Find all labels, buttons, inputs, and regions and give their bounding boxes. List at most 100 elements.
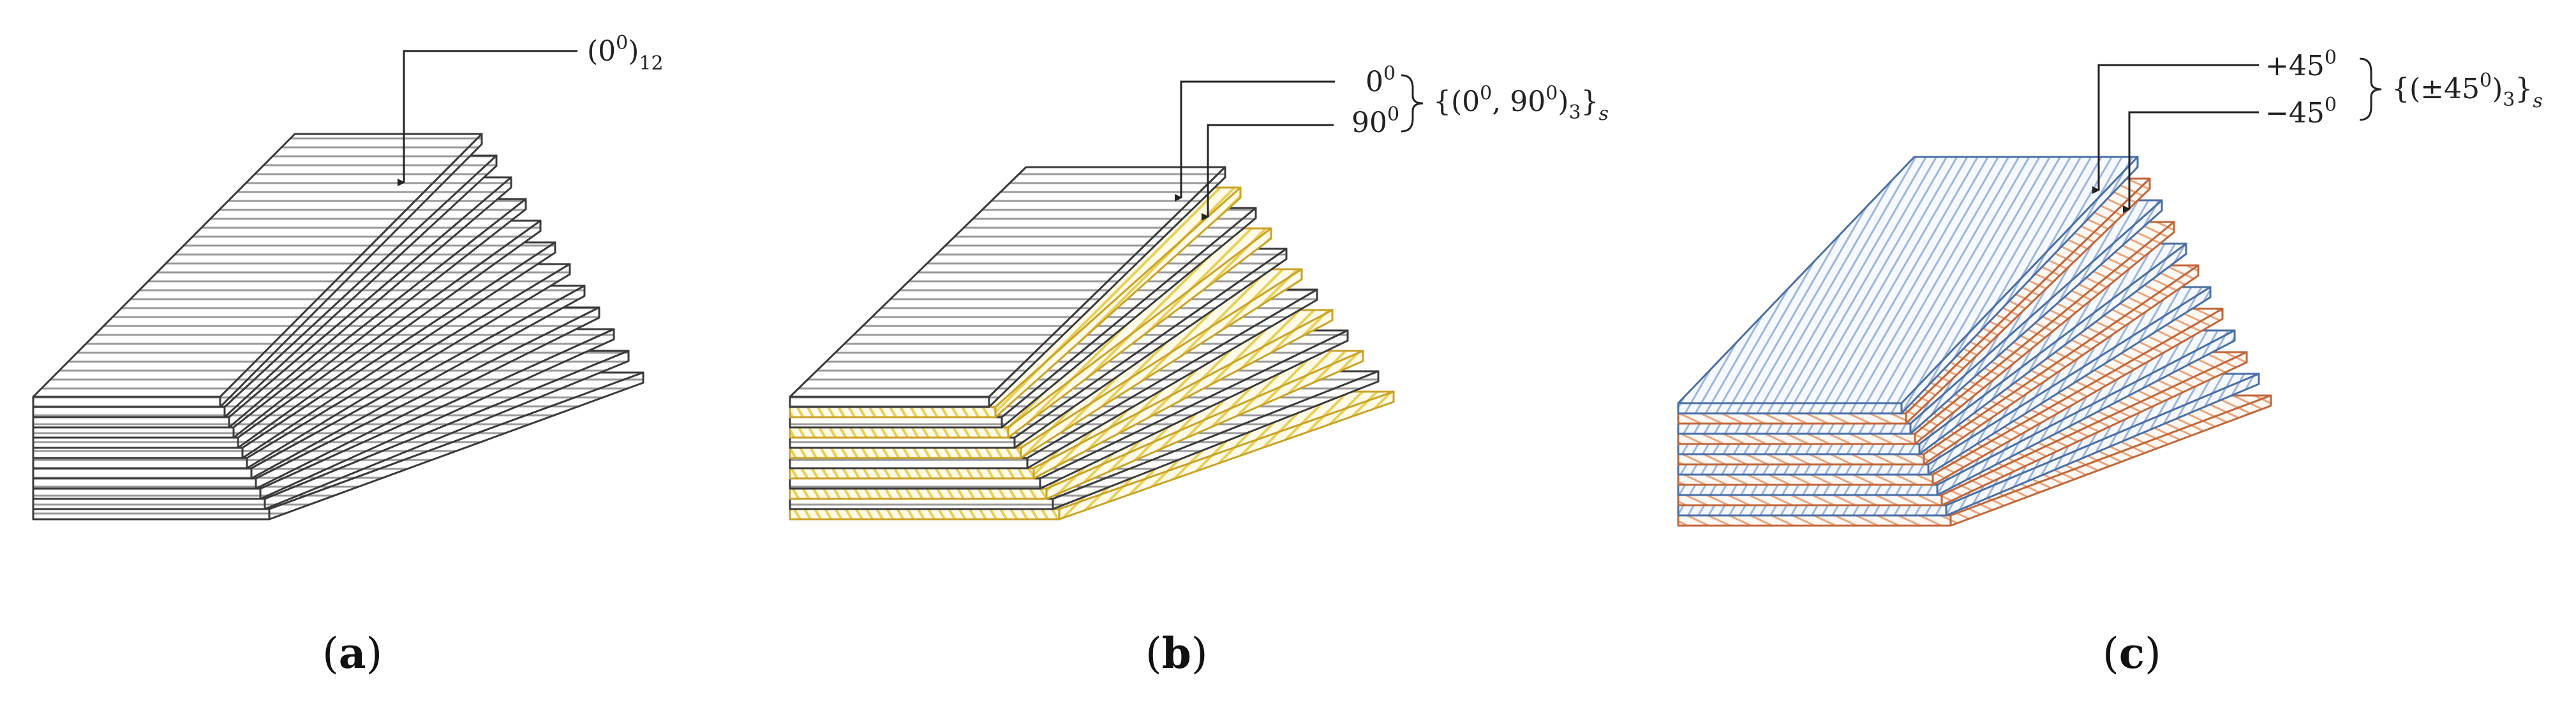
ply-label-c-1-sup: 0 bbox=[2325, 94, 2337, 116]
ply-2-front bbox=[32, 416, 230, 429]
stack-label-b-sup2: 0 bbox=[1545, 82, 1558, 105]
svg-text:{(00, 900)3}s: {(00, 900)3}s bbox=[1433, 82, 1609, 125]
ply-9-side bbox=[1940, 351, 2248, 507]
ply-label-c-0-sup: 0 bbox=[2325, 47, 2337, 69]
caption-b-letter: b bbox=[1161, 628, 1191, 678]
ply-11-front bbox=[1677, 514, 1952, 527]
annotation-a-close: ) bbox=[628, 35, 639, 68]
ply-10-side bbox=[1945, 373, 2260, 517]
ply-7-side bbox=[1932, 307, 2224, 486]
stack-label-c-part3: } bbox=[2515, 73, 2533, 105]
ply-11-side bbox=[1058, 390, 1395, 521]
ply-8-front bbox=[1677, 484, 1939, 496]
ply-8-front bbox=[789, 477, 1041, 490]
ply-3-front bbox=[789, 426, 1009, 439]
ply-10-front bbox=[789, 498, 1054, 510]
ply-8-side bbox=[255, 306, 600, 490]
ply-2-front bbox=[1677, 422, 1912, 435]
ply-1-front bbox=[1677, 412, 1907, 425]
ply-7-front bbox=[789, 467, 1035, 480]
ply-6-front bbox=[1677, 463, 1930, 476]
ply-8-side bbox=[1936, 329, 2236, 496]
ply-label-c-1-base: −45 bbox=[2265, 97, 2325, 129]
ply-11-front bbox=[32, 508, 271, 521]
ply-6-side bbox=[1026, 288, 1318, 470]
stack-label-c-sup1: 0 bbox=[2480, 70, 2492, 92]
ply-9-front bbox=[1677, 494, 1943, 507]
ply-9-side bbox=[259, 328, 615, 500]
stack-label-b-part1: {(0 bbox=[1433, 85, 1480, 118]
ply-label-b-1-base: 90 bbox=[1351, 107, 1387, 139]
ply-2-side bbox=[228, 176, 512, 429]
svg-text:00: 00 bbox=[1366, 63, 1396, 98]
svg-text:+450: +450 bbox=[2265, 47, 2337, 82]
ply-1-side bbox=[994, 186, 1242, 418]
stack-label-b-part4: } bbox=[1581, 85, 1599, 118]
ply-3-side bbox=[232, 198, 527, 439]
stack-label-c-part1: {(±45 bbox=[2392, 73, 2480, 105]
caption-b: (b) bbox=[1145, 628, 1208, 678]
caption-a-letter: a bbox=[338, 628, 366, 678]
ply-5-side bbox=[1020, 268, 1303, 459]
ply-7-side bbox=[1032, 309, 1334, 480]
ply-label-c-0-base: +45 bbox=[2265, 50, 2325, 82]
ply-6-side bbox=[1927, 286, 2212, 476]
ply-2-front bbox=[789, 416, 1003, 429]
ply-11-front bbox=[789, 508, 1061, 521]
stack-label-b-sub1: 3 bbox=[1568, 101, 1581, 124]
ply-5-front bbox=[1677, 453, 1925, 466]
stack-label-c-sub1: 3 bbox=[2503, 89, 2515, 111]
caption-a: (a) bbox=[322, 628, 383, 678]
ply-label-b-0-sup: 0 bbox=[1383, 63, 1396, 85]
svg-text:900: 900 bbox=[1351, 103, 1399, 139]
panel-b-laminate bbox=[789, 166, 1395, 521]
ply-9-side bbox=[1045, 350, 1364, 500]
ply-3-front bbox=[32, 426, 235, 439]
ply-3-front bbox=[1677, 433, 1916, 445]
annotation-a-sub: 12 bbox=[639, 52, 663, 75]
ply-8-front bbox=[32, 477, 257, 490]
ply-3-side bbox=[1007, 227, 1272, 439]
ply-5-side bbox=[241, 241, 556, 459]
ply-1-front bbox=[789, 406, 997, 418]
panel-a-annotation: (00)12 bbox=[398, 32, 664, 186]
ply-4-front bbox=[32, 436, 239, 449]
ply-4-side bbox=[237, 219, 542, 449]
ply-10-side bbox=[1052, 370, 1380, 510]
ply-0-front bbox=[32, 396, 221, 408]
ply-0-front bbox=[1677, 402, 1903, 415]
ply-4-front bbox=[789, 436, 1016, 449]
stack-label-b-part3: ) bbox=[1558, 85, 1568, 118]
annotation-a-sup: 0 bbox=[616, 32, 628, 54]
stack-label-b-sub2: s bbox=[1599, 103, 1609, 125]
ply-label-b-1-sup: 0 bbox=[1387, 103, 1399, 126]
ply-6-front bbox=[789, 457, 1029, 470]
panel-a-laminate bbox=[32, 133, 644, 521]
ply-5-front bbox=[32, 447, 244, 459]
ply-0-side bbox=[1900, 156, 2139, 415]
panel-c-laminate bbox=[1677, 156, 2272, 527]
stack-label-c-part2: ) bbox=[2492, 73, 2503, 105]
ply-6-front bbox=[32, 457, 248, 470]
ply-5-side bbox=[1923, 264, 2200, 466]
annotation-a-base: (0 bbox=[587, 35, 616, 68]
stack-label-b-sup1: 0 bbox=[1480, 82, 1492, 105]
ply-1-side bbox=[223, 154, 498, 418]
ply-10-front bbox=[1677, 504, 1947, 517]
svg-text:−450: −450 bbox=[2265, 94, 2337, 129]
ply-0-side bbox=[219, 133, 483, 408]
ply-0-side bbox=[988, 166, 1226, 408]
ply-10-front bbox=[32, 498, 266, 510]
ply-1-front bbox=[32, 406, 226, 418]
stack-label-c-sub2: s bbox=[2533, 90, 2542, 112]
ply-7-front bbox=[1677, 473, 1934, 486]
ply-2-side bbox=[1001, 207, 1257, 429]
ply-5-front bbox=[789, 447, 1022, 459]
ply-7-front bbox=[32, 467, 253, 480]
ply-4-front bbox=[1677, 443, 1921, 455]
ply-2-side bbox=[1909, 199, 2163, 435]
ply-6-side bbox=[246, 263, 571, 470]
ply-4-side bbox=[1013, 248, 1288, 449]
ply-9-front bbox=[32, 487, 262, 500]
